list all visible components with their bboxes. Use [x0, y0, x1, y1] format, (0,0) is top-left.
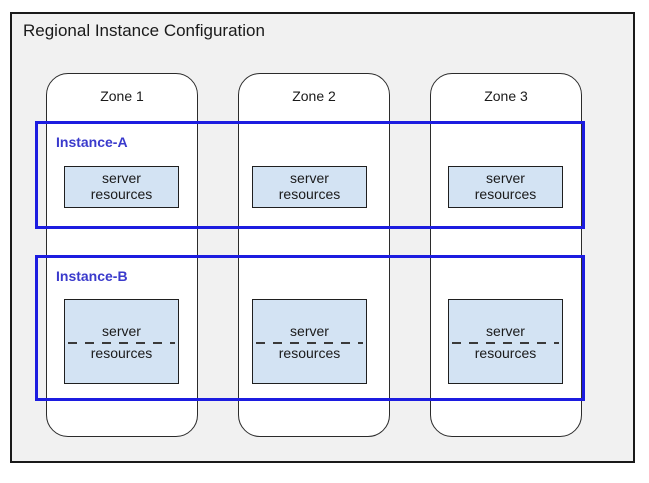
zone-2-label: Zone 2: [292, 88, 336, 104]
server-resources-line2: resources: [278, 344, 341, 361]
server-resources-line1: server: [486, 322, 525, 339]
instance-b-label: Instance-B: [56, 268, 128, 284]
dashed-divider-line: [256, 341, 363, 344]
server-resources-box-instance-b-zone-3: server resources: [448, 299, 563, 384]
zone-3-label: Zone 3: [484, 88, 528, 104]
dashed-divider-line: [68, 341, 175, 344]
server-resources-line1: server: [290, 322, 329, 339]
server-resources-box-instance-b-zone-2: server resources: [252, 299, 367, 384]
server-resources-box-instance-a-zone-1: server resources: [64, 166, 179, 208]
server-resources-line1: server: [102, 322, 141, 339]
server-resources-box-instance-a-zone-2: server resources: [252, 166, 367, 208]
server-resources-line1: server: [290, 170, 329, 187]
dashed-divider-line: [452, 341, 559, 344]
instance-a-label: Instance-A: [56, 134, 128, 150]
server-resources-line2: resources: [278, 186, 341, 202]
server-resources-box-instance-a-zone-3: server resources: [448, 166, 563, 208]
diagram-title: Regional Instance Configuration: [23, 21, 265, 40]
instance-b-box: Instance-B: [35, 255, 585, 401]
server-resources-box-instance-b-zone-1: server resources: [64, 299, 179, 384]
zone-1-label: Zone 1: [100, 88, 144, 104]
instance-a-box: Instance-A: [35, 121, 585, 229]
server-resources-line1: server: [486, 170, 525, 187]
server-resources-line2: resources: [90, 344, 153, 361]
server-resources-line2: resources: [90, 186, 153, 202]
server-resources-line2: resources: [474, 186, 537, 202]
server-resources-line2: resources: [474, 344, 537, 361]
server-resources-line1: server: [102, 170, 141, 187]
